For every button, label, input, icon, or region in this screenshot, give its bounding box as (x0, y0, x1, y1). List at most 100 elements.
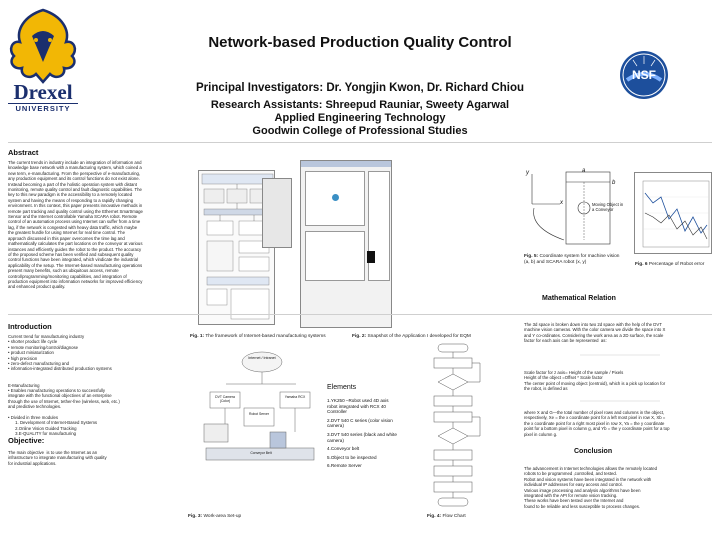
math-line: pixel in column g. (524, 431, 558, 437)
fig5-axis-b: b (612, 180, 616, 186)
fig3-work-area-diagram: Internet / Intranet DVT Camera (Color) Y… (196, 348, 320, 502)
introduction-line: 2.Online Vision Guided Tracking (8, 425, 77, 431)
fig5-axis-a: a (582, 168, 586, 174)
math-line: and Y co-ordinates. Considering the work… (524, 332, 664, 338)
poster-title: Network-based Production Quality Control (208, 34, 512, 51)
abstract-line: system and having the means of respondin… (8, 197, 134, 203)
drexel-university: UNIVERSITY (8, 103, 78, 113)
drexel-logo: Drexel UNIVERSITY (4, 6, 82, 114)
math-paragraph-2: Scale factor for z axis= Height of the s… (524, 370, 714, 392)
fig2-dark-block (367, 251, 375, 263)
abstract-line: and enhanced product quality. (8, 284, 66, 290)
nsf-text: NSF (632, 68, 656, 82)
fig6-caption-label: Fig. 6 (635, 262, 648, 267)
fig5-axis-y: y (526, 170, 529, 176)
fig4-caption-label: Fig. 4: (427, 514, 442, 519)
math-line: point for a bottom pixel in column g, an… (524, 426, 670, 432)
abstract-line: knowledge base network with a manufactur… (8, 165, 142, 171)
fig2-target-blob (332, 194, 339, 201)
fig2-caption: Fig. 2: Snapshot of the Application I de… (352, 334, 471, 339)
abstract-line: present many benefits, such as ubiquitou… (8, 268, 119, 274)
abstract-line: Sensor and the Internet controllable Yam… (8, 214, 138, 220)
introduction-line: through the use of Internet, tether-free… (8, 398, 120, 404)
objective-line: The main objective is to use the Interne… (8, 450, 98, 455)
math-line: machine vision cameras. With the color c… (524, 327, 666, 333)
objective-line: infrastructure to integrate manufacturin… (8, 455, 107, 461)
introduction-line: • remote monitoring/control/diagnose (8, 344, 79, 350)
math-line: the robot, is defined as (524, 386, 568, 392)
fig1-caption-text: The framework of Internet-based manufact… (204, 334, 326, 339)
objective-heading: Objective: (8, 436, 45, 445)
fig4-caption: Fig. 4: Flow Chart (427, 514, 466, 519)
introduction-line: Current trend for manufacturing industry (8, 334, 85, 339)
fig6-robot-error-chart (634, 172, 712, 254)
conclusion-line: The advancement in Internet technologies… (524, 466, 658, 471)
fig5-caption: Fig. 5: Coordinate system for machine vi… (524, 254, 620, 266)
introduction-line: integrate with the functional objectives… (8, 393, 112, 399)
fig3-server-label: Robot Server (249, 412, 269, 416)
fig4-caption-text: Flow Chart (441, 514, 466, 519)
objective-body: The main objective is to use the Interne… (8, 450, 188, 466)
math-line: the x coordinate point for a right most … (524, 420, 665, 426)
introduction-line: • Enables manufacturing operations to su… (8, 388, 106, 394)
research-assistants: Research Assistants: Shreepud Rauniar, S… (150, 99, 570, 138)
abstract-line: control functions have been integrated, … (8, 257, 138, 263)
abstract-line: mathematically calculates the part locat… (8, 241, 143, 247)
fig5-caption-label: Fig. 5: (524, 254, 539, 259)
abstract-line: control of an automation process using I… (8, 219, 141, 225)
element-item: 4.Conveyor belt (327, 446, 360, 452)
abstract-line: production equipment into information ne… (8, 278, 143, 284)
fig2-camera-view (305, 171, 365, 226)
fig5-axis-x: x (560, 200, 563, 206)
abstract-line: lag, if the network is congested with he… (8, 224, 138, 230)
introduction-line: • zero-defect manufacturing and (8, 361, 69, 367)
abstract-line: control/programming/monitoring capabilit… (8, 273, 127, 279)
fig2-application-snapshot (300, 160, 392, 328)
abstract-line: Instead becoming a part of the holistic … (8, 181, 137, 187)
fig2-side-panel (368, 171, 390, 281)
conclusion-line: Robot and vision systems have been integ… (524, 476, 652, 482)
fig3-caption-label: Fig. 3: (188, 514, 203, 519)
math-heading: Mathematical Relation (542, 295, 616, 302)
drexel-wordmark: Drexel (13, 80, 73, 104)
math-equation-2 (560, 394, 680, 408)
abstract-line: The current trends in industry include a… (8, 160, 142, 165)
introduction-line: • product miniaturization (8, 350, 54, 356)
math-line: The 3d space is broken down into two 2d … (524, 322, 662, 327)
abstract-line: approach discussed in this paper overcom… (8, 235, 125, 241)
fig3-caption-text: Work-area Set-up (202, 514, 242, 519)
fig5-caption-text: Coordinate system for machine vision (a,… (524, 254, 620, 265)
conclusion-line: robots to be programmed ,controlled, and… (524, 471, 617, 477)
math-line: where X and G—the total number of pixel … (524, 410, 665, 415)
element-item: 3.DVT 540 series (black and white camera… (327, 431, 397, 443)
abstract-line: key to this new paradigm is the accessib… (8, 192, 133, 198)
fig1-photo-panel (262, 178, 292, 248)
math-line: factor for each axis can be represented … (524, 338, 607, 344)
introduction-line: • shorter product life cycle (8, 339, 58, 345)
introduction-line: • high precision (8, 355, 38, 361)
assistants-line-1: Research Assistants: Shreepud Rauniar, S… (210, 99, 510, 111)
fig2-caption-text: Snapshot of the Application I developed … (366, 334, 471, 339)
abstract-line: new term, e-manufacturing. From the pers… (8, 170, 141, 176)
abstract-heading: Abstract (8, 148, 39, 157)
element-item: 1.YK250 –Robot used 4D axis robot integr… (327, 398, 389, 415)
principal-investigators: Principal Investigators: Dr. Yongjin Kwo… (195, 82, 524, 94)
abstract-line: instances and efficiently guides the rob… (8, 246, 142, 252)
fig4-flow-chart (420, 342, 488, 510)
introduction-line: E-Manufacturing (8, 382, 40, 388)
math-paragraph-1: The 3d space is broken down into two 2d … (524, 322, 714, 344)
fig3-controller-label: Yamaha RCX (284, 395, 306, 399)
abstract-line: applicability of the setup. The Internet… (8, 262, 143, 268)
elements-heading: Elements (327, 384, 357, 391)
introduction-line: • Divided in three modules (8, 415, 58, 421)
department: Applied Engineering Technology (274, 112, 446, 124)
fig3-conveyor-label: Conveyor Belt (250, 451, 272, 455)
abstract-line: remote part tracking and quality control… (8, 208, 143, 214)
objective-line: for industrial applications. (8, 460, 57, 466)
math-line: The center point of moving object (centr… (524, 380, 666, 386)
math-line: Height of the object =Offset * Scale fac… (524, 375, 603, 381)
abstract-line: of the proposed scheme has been verified… (8, 251, 134, 257)
row-divider (8, 314, 712, 315)
conclusion-line: found to be reliable and less susceptibl… (524, 503, 641, 509)
introduction-heading: Introduction (8, 322, 52, 331)
